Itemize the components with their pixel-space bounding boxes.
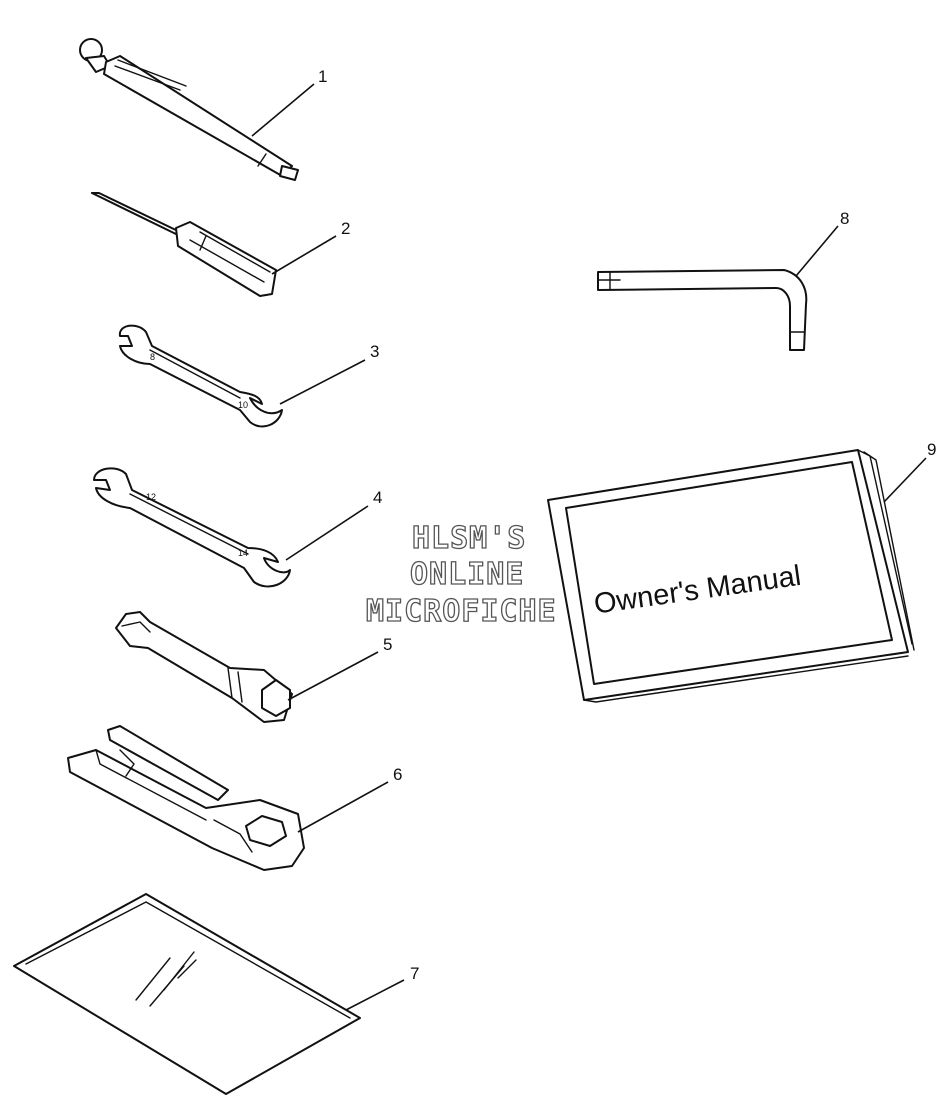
- part-9-owners-manual: Owner's Manual: [547, 449, 915, 703]
- callout-9: 9: [927, 440, 936, 459]
- watermark: HLSM'S ONLINE MICROFICHE: [365, 520, 557, 629]
- leader-9: [883, 457, 927, 503]
- leader-4: [285, 505, 369, 561]
- part-6-bracket-tool: [67, 725, 305, 871]
- callout-2: 2: [341, 219, 350, 238]
- callout-1: 1: [318, 67, 327, 86]
- leader-5: [287, 651, 379, 701]
- callout-5: 5: [383, 635, 392, 654]
- leader-2: [271, 235, 337, 275]
- part-2-screwdriver: [91, 192, 277, 297]
- wrench-4-size-a: 12: [146, 492, 156, 502]
- wrench-4-size-b: 14: [238, 548, 248, 558]
- part-3-wrench-small: 8 10: [118, 324, 283, 428]
- callout-8: 8: [840, 209, 849, 228]
- part-7-tool-bag: [13, 893, 361, 1095]
- leader-6: [297, 781, 389, 833]
- callout-4: 4: [373, 488, 382, 507]
- wrench-3-size-b: 10: [238, 400, 248, 410]
- callout-3: 3: [370, 342, 379, 361]
- wrench-3-size-a: 8: [150, 352, 155, 362]
- part-5-plug-socket: [115, 611, 293, 723]
- watermark-line-2: ONLINE: [410, 557, 524, 592]
- watermark-line-3: MICROFICHE: [366, 594, 557, 629]
- leader-7: [345, 979, 405, 1011]
- callout-6: 6: [393, 765, 402, 784]
- leader-1: [251, 83, 315, 137]
- part-4-wrench-medium: 12 14: [93, 467, 291, 588]
- callout-7: 7: [410, 964, 419, 983]
- part-8-hex-key: [597, 269, 808, 351]
- leader-8: [795, 225, 839, 277]
- leader-3: [279, 359, 366, 405]
- part-1-tire-gauge: [79, 38, 299, 181]
- watermark-line-1: HLSM'S: [412, 521, 526, 556]
